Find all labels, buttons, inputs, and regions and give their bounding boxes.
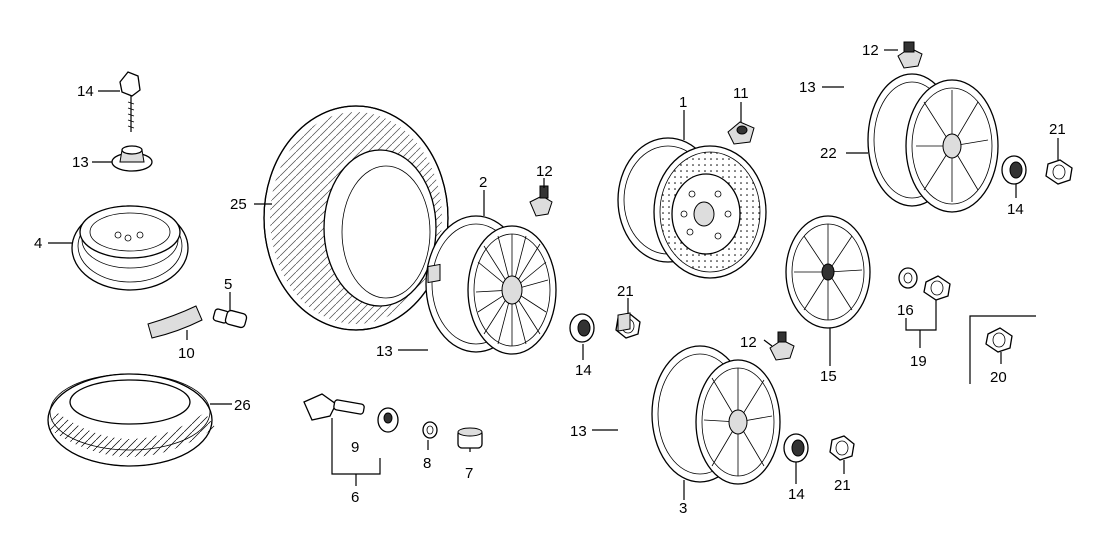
part-14-cap-mid [569,313,595,343]
part-2-alloy-wheel [425,215,557,355]
callout-18: 14 [77,83,94,100]
callout-11: 11 [733,85,749,102]
callout-22: 22 [820,145,837,162]
callout-26: 26 [234,397,251,414]
part-9-nut [377,407,399,433]
callout-13-low: 13 [570,423,587,440]
part-17-nut [111,145,153,172]
callout-14-low: 14 [788,486,805,503]
part-12-weight-mid [529,185,553,217]
callout-10: 10 [178,345,195,362]
part-4-spare-wheel [71,205,189,291]
part-12-weight-top [897,41,923,69]
part-10-band [147,305,203,339]
part-1-steel-wheel [617,137,767,279]
part-3-alloy-wheel [651,345,781,485]
callout-9: 9 [351,439,359,456]
callout-1: 1 [679,94,687,111]
callout-3: 3 [679,500,687,517]
callout-labels: 14 13 4 5 10 26 25 2 12 13 14 21 9 8 7 6… [34,42,1066,517]
part-26-tire [46,373,216,467]
callout-21-top: 21 [1049,121,1066,138]
part-14-cap-low [783,433,809,463]
callout-21-low: 21 [834,477,851,494]
part-13-weight-left [427,263,441,284]
callout-7: 7 [465,465,473,482]
callout-25: 25 [230,196,247,213]
callout-12-top: 12 [862,42,879,59]
leader-lines [48,49,1059,500]
callout-14-top: 14 [1007,201,1024,218]
part-11-weight [727,121,755,145]
part-12-weight-low [769,331,795,361]
callout-12-low: 12 [740,334,757,351]
part-14-cap-top [1001,155,1027,185]
callout-17: 13 [72,154,89,171]
part-22-alloy-wheel [867,73,999,213]
callout-16: 16 [897,302,914,319]
part-19-lock-nut [923,275,951,301]
callout-15: 15 [820,368,837,385]
part-6-tpms-sensor [303,393,365,421]
part-18-bolt [119,71,141,132]
part-5-valve [212,308,248,329]
callout-8: 8 [423,455,431,472]
callout-4: 4 [34,235,42,252]
part-13-weight-low [617,312,631,332]
callout-21-mid: 21 [617,283,634,300]
part-15-wheel-cover [785,215,871,329]
callout-13-left: 13 [376,343,393,360]
callout-14-mid: 14 [575,362,592,379]
callout-2: 2 [479,174,487,191]
callout-13-top: 13 [799,79,816,96]
part-16-washer [898,267,918,289]
part-21-nut-top [1045,159,1073,185]
part-20-box [969,315,1036,384]
part-7-cap [457,427,483,449]
callout-5: 5 [224,276,232,293]
part-8-washer [422,421,438,439]
callout-20: 20 [990,369,1007,386]
part-25-tire [263,105,449,331]
part-21-nut-low [829,435,855,461]
callout-12-mid: 12 [536,163,553,180]
callout-6: 6 [351,489,359,506]
callout-19: 19 [910,353,927,370]
